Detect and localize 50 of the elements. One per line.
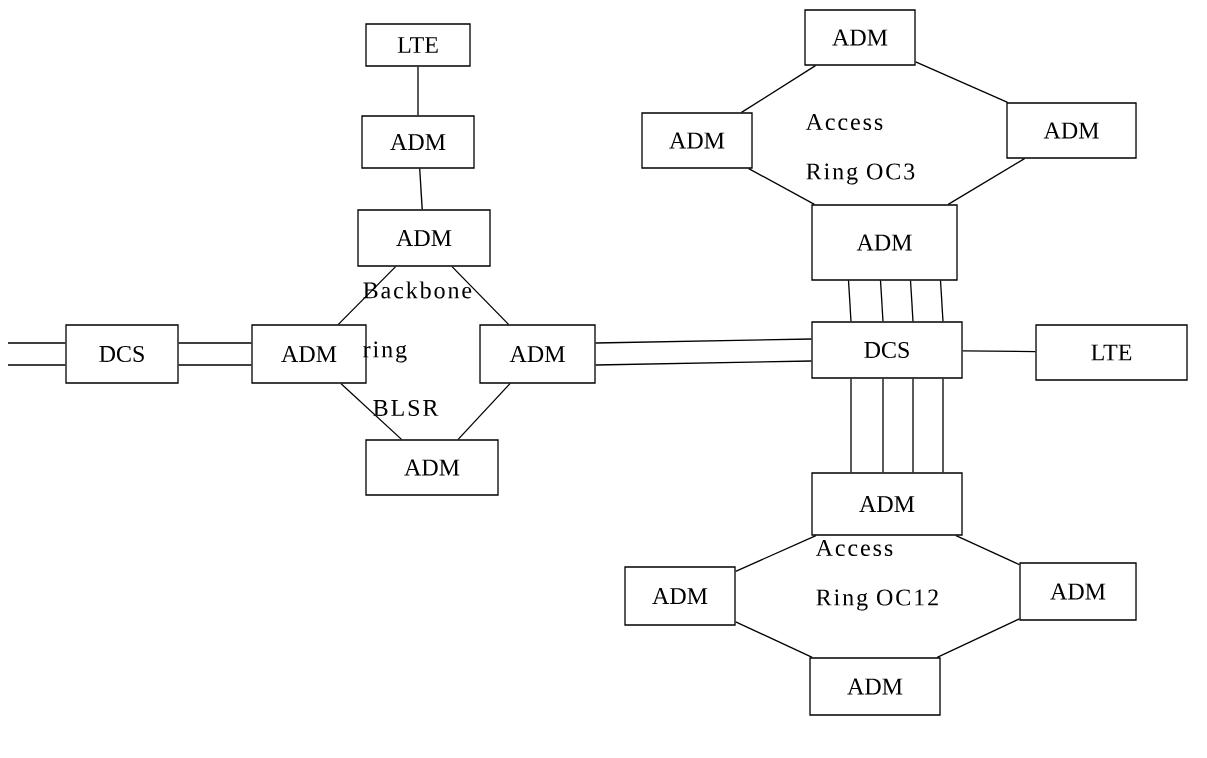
- device-box: ADM: [361, 115, 475, 169]
- connection-line: [735, 621, 813, 658]
- device-box: ADM: [811, 472, 963, 536]
- device-box: ADM: [365, 439, 499, 496]
- connection-line: [915, 61, 1009, 103]
- connection-line: [178, 342, 252, 344]
- device-box: ADM: [641, 112, 753, 169]
- device-box: ADM: [811, 204, 958, 281]
- connection-line: [7, 364, 66, 366]
- device-box: ADM: [624, 566, 736, 626]
- ring-label: Access: [805, 113, 883, 131]
- connection-line: [7, 342, 66, 344]
- connection-line: [417, 66, 419, 116]
- device-box: ADM: [804, 9, 916, 66]
- device-box: LTE: [1035, 324, 1188, 381]
- connection-line: [340, 383, 403, 440]
- connection-line: [912, 378, 914, 473]
- connection-line: [457, 383, 511, 440]
- connection-line: [909, 280, 914, 322]
- connection-line: [955, 535, 1020, 566]
- connection-line: [847, 280, 852, 322]
- connection-line: [735, 535, 817, 572]
- ring-label: Access: [815, 539, 893, 557]
- connection-line: [939, 280, 944, 322]
- connection-line: [850, 378, 852, 473]
- device-box: ADM: [1006, 102, 1137, 159]
- device-box: ADM: [809, 657, 941, 716]
- connection-line: [337, 266, 397, 325]
- device-box: DCS: [811, 321, 963, 379]
- ring-label: Ring OC12: [816, 589, 938, 611]
- connection-line: [451, 266, 510, 325]
- connection-line: [178, 364, 252, 366]
- device-box: ADM: [479, 324, 596, 384]
- ring-label: BLSR: [373, 399, 439, 417]
- connection-line: [947, 158, 1026, 205]
- connection-line: [936, 618, 1020, 658]
- connection-line: [748, 168, 816, 205]
- device-box: ADM: [357, 209, 491, 267]
- ring-label: Ring OC3: [806, 163, 915, 185]
- connection-line: [882, 378, 884, 473]
- connection-line: [879, 280, 884, 322]
- connection-line: [962, 350, 1036, 353]
- device-box: DCS: [65, 324, 179, 384]
- connection-line: [419, 168, 423, 210]
- connection-line: [942, 378, 944, 473]
- device-box: LTE: [365, 23, 471, 67]
- connection-line: [595, 360, 812, 366]
- device-box: ADM: [1019, 562, 1137, 621]
- connection-line: [595, 338, 812, 344]
- connection-line: [740, 65, 817, 113]
